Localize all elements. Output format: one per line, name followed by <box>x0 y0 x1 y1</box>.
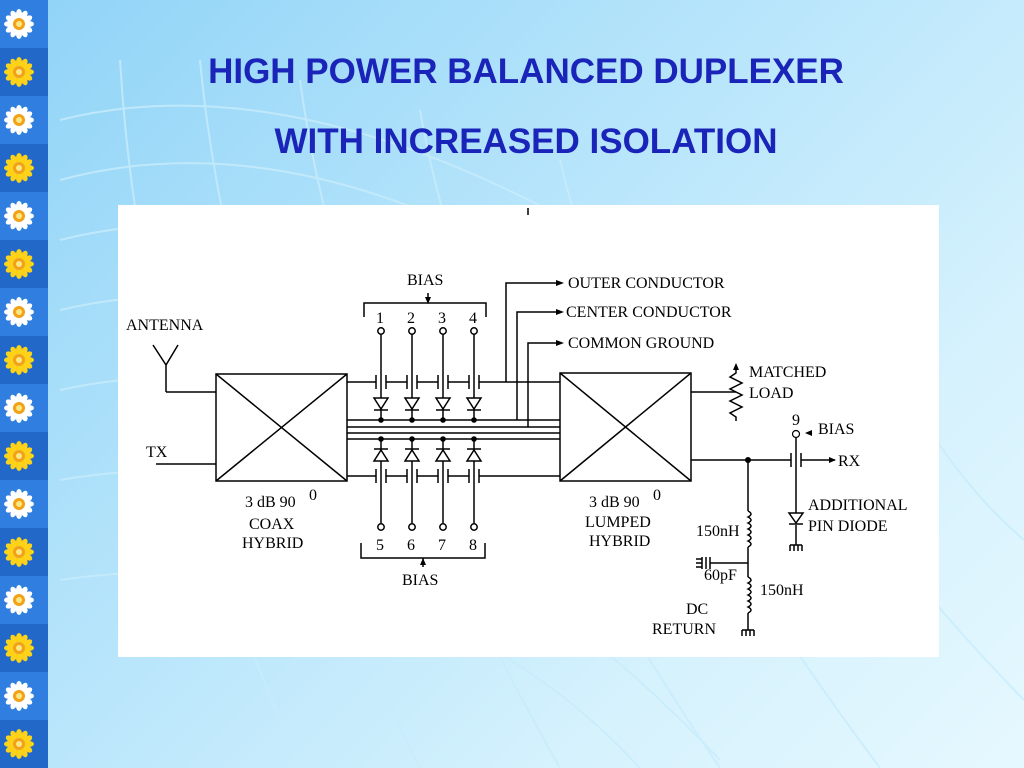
port-label-bottom: 8 <box>469 537 477 554</box>
antenna-label: ANTENNA <box>126 317 204 334</box>
inductor-2-label: 150nH <box>760 582 804 599</box>
sun-flower-icon <box>0 48 48 96</box>
hybrid-left-label-1: 3 dB 90 <box>245 494 296 511</box>
bias-port-5 <box>377 523 385 531</box>
port-label-bottom: 6 <box>407 537 415 554</box>
hybrid-left-label-2: COAX <box>249 516 295 533</box>
slide-title-line-2: WITH INCREASED ISOLATION <box>274 122 778 161</box>
port-label-top: 3 <box>438 310 446 327</box>
bias-bottom-label: BIAS <box>402 572 438 589</box>
sun-flower-icon <box>0 240 48 288</box>
port-label-top: 2 <box>407 310 415 327</box>
sun-flower-icon <box>0 720 48 768</box>
common-ground-label: COMMON GROUND <box>568 335 714 352</box>
sun-flower-icon <box>0 576 48 624</box>
sun-flower-icon <box>0 384 48 432</box>
sun-flower-icon <box>0 0 48 48</box>
tx-label: TX <box>146 444 168 461</box>
bias-port-7 <box>439 523 447 531</box>
outer-conductor-label: OUTER CONDUCTOR <box>568 275 725 292</box>
sun-flower-icon <box>0 288 48 336</box>
sun-flower-icon <box>0 624 48 672</box>
hybrid-right-label-2: LUMPED <box>585 514 651 531</box>
hybrid-right-label-1: 3 dB 90 <box>589 494 640 511</box>
sun-flower-icon <box>0 480 48 528</box>
bias-port-8 <box>470 523 478 531</box>
rx-label: RX <box>838 453 861 470</box>
bias-port-1 <box>377 327 385 335</box>
sun-flower-icon <box>0 336 48 384</box>
sun-flower-icon <box>0 528 48 576</box>
sun-flower-icon <box>0 144 48 192</box>
sun-flower-icon <box>0 672 48 720</box>
hybrid-left-label-3: HYBRID <box>242 535 303 552</box>
dc-return-label-2: RETURN <box>652 621 716 638</box>
sun-flower-icon <box>0 96 48 144</box>
port-label-top: 4 <box>469 310 477 327</box>
hybrid-right-sup: 0 <box>653 487 661 504</box>
sun-flower-icon <box>0 432 48 480</box>
hybrid-left-sup: 0 <box>309 487 317 504</box>
bias-port-2 <box>408 327 416 335</box>
duplexer-schematic: ANTENNA TX RX BIAS BIAS OUTER CONDUCTOR … <box>126 208 908 638</box>
bias-9-label: BIAS <box>818 421 854 438</box>
matched-load-label-2: LOAD <box>749 385 793 402</box>
decorative-sidebar <box>0 0 48 768</box>
inductor-1-label: 150nH <box>696 523 740 540</box>
port-9-label: 9 <box>792 412 800 429</box>
port-label-top: 1 <box>376 310 384 327</box>
hybrid-right-label-3: HYBRID <box>589 533 650 550</box>
capacitor-label: 60pF <box>704 567 737 584</box>
sun-flower-icon <box>0 192 48 240</box>
matched-load-label-1: MATCHED <box>749 364 826 381</box>
port-label-bottom: 7 <box>438 537 446 554</box>
bias-port-3 <box>439 327 447 335</box>
additional-label-1: ADDITIONAL <box>808 497 908 514</box>
bias-top-label: BIAS <box>407 272 443 289</box>
bias-port-6 <box>408 523 416 531</box>
port-label-bottom: 5 <box>376 537 384 554</box>
schematic-panel: ANTENNA TX RX BIAS BIAS OUTER CONDUCTOR … <box>118 205 939 657</box>
bias-port-4 <box>470 327 478 335</box>
slide-title-line-1: HIGH POWER BALANCED DUPLEXER <box>208 52 844 91</box>
center-conductor-label: CENTER CONDUCTOR <box>566 304 732 321</box>
additional-label-2: PIN DIODE <box>808 518 888 535</box>
dc-return-label-1: DC <box>686 601 708 618</box>
